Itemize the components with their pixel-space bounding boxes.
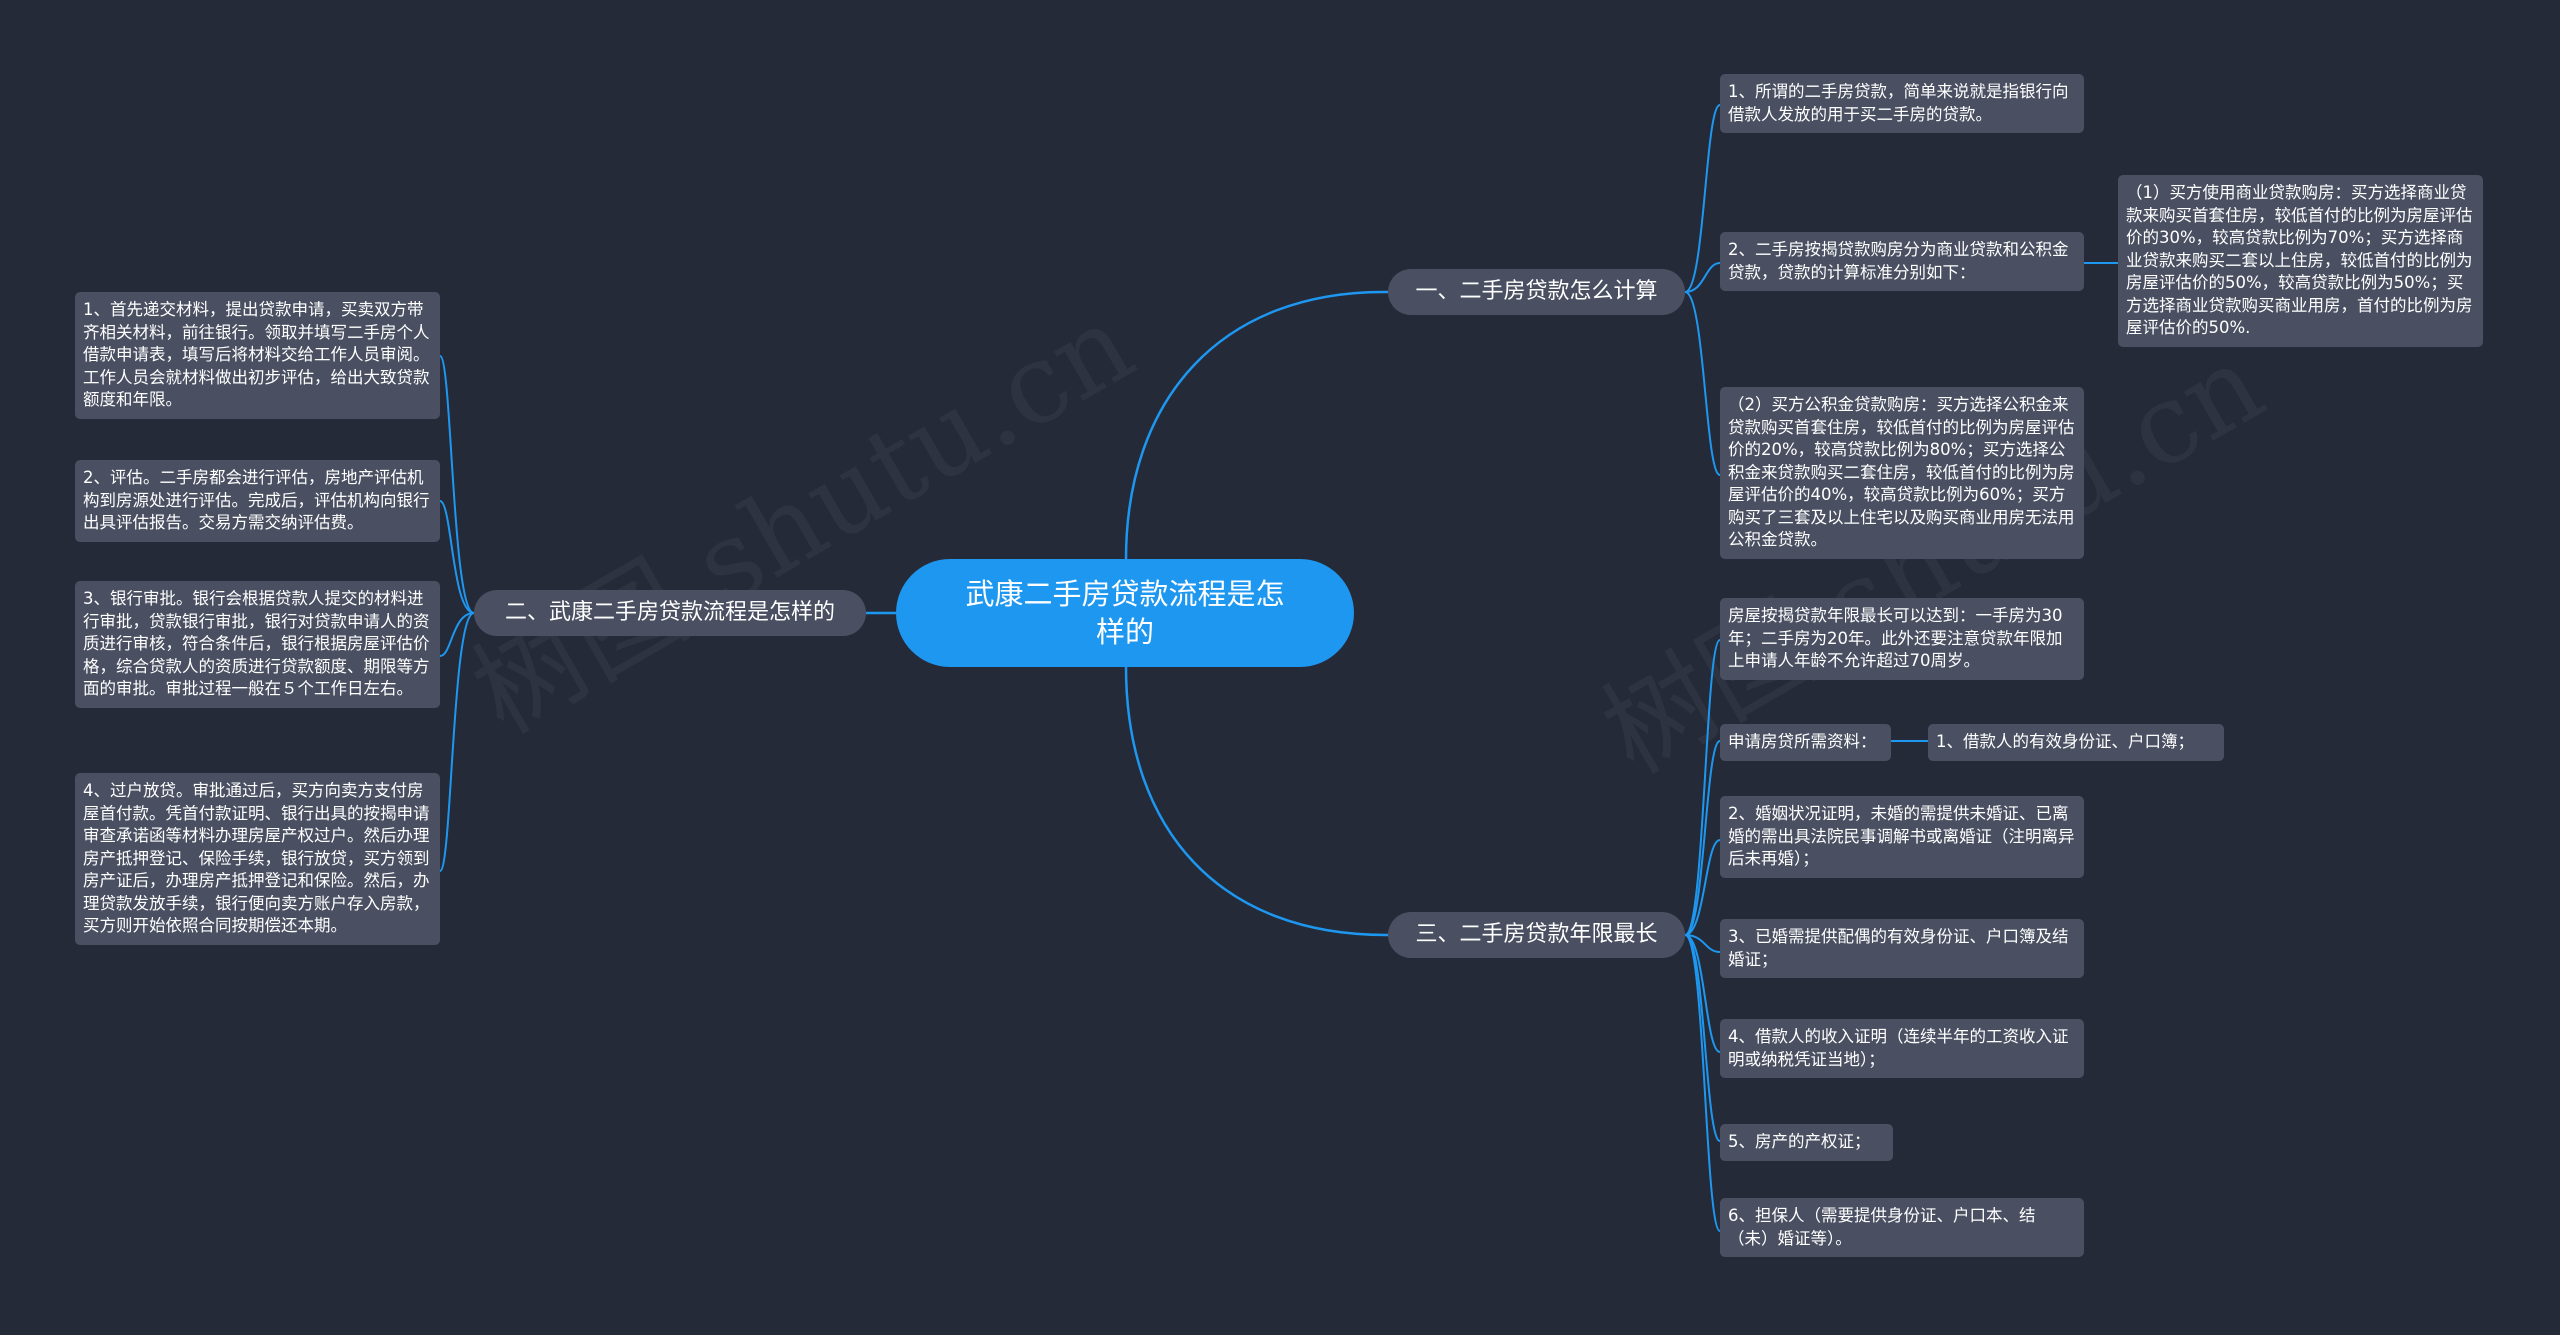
calc-item-2[interactable]: 2、二手房按揭贷款购房分为商业贷款和公积金贷款，贷款的计算标准分别如下： [1720, 232, 2084, 291]
flow-item-1[interactable]: 1、首先递交材料，提出贷款申请，买卖双方带齐相关材料，前往银行。领取并填写二手房… [75, 292, 440, 419]
root-topic[interactable]: 武康二手房贷款流程是怎样的 [896, 559, 1354, 667]
term-item-guarantor[interactable]: 6、担保人（需要提供身份证、户口本、结（未）婚证等）。 [1720, 1198, 2084, 1257]
flow-item-4[interactable]: 4、过户放贷。审批通过后，买方向卖方支付房屋首付款。凭首付款证明、银行出具的按揭… [75, 773, 440, 945]
branch-loan-term[interactable]: 三、二手房贷款年限最长 [1388, 912, 1685, 958]
term-sub-item-id[interactable]: 1、借款人的有效身份证、户口簿； [1928, 724, 2224, 761]
term-item-property-cert[interactable]: 5、房产的产权证； [1720, 1124, 1893, 1161]
term-item-max-years[interactable]: 房屋按揭贷款年限最长可以达到：一手房为30年；二手房为20年。此外还要注意贷款年… [1720, 598, 2084, 680]
connector-root-term [1124, 666, 1389, 937]
calc-item-3[interactable]: （2）买方公积金贷款购房：买方选择公积金来贷款购买首套住房，较低首付的比例为房屋… [1720, 387, 2084, 559]
flow-item-2[interactable]: 2、评估。二手房都会进行评估，房地产评估机构到房源处进行评估。完成后，评估机构向… [75, 460, 440, 542]
term-item-spouse-docs[interactable]: 3、已婚需提供配偶的有效身份证、户口簿及结婚证； [1720, 919, 2084, 978]
branch-loan-calculation[interactable]: 一、二手房贷款怎么计算 [1388, 269, 1685, 315]
flow-item-3[interactable]: 3、银行审批。银行会根据贷款人提交的材料进行审批，贷款银行审批，银行对贷款申请人… [75, 581, 440, 708]
term-item-required-docs[interactable]: 申请房贷所需资料： [1720, 724, 1891, 761]
connector-root-calc [1124, 290, 1389, 560]
term-item-marriage-cert[interactable]: 2、婚姻状况证明，未婚的需提供未婚证、已离婚的需出具法院民事调解书或离婚证（注明… [1720, 796, 2084, 878]
calc-item-1[interactable]: 1、所谓的二手房贷款，简单来说就是指银行向借款人发放的用于买二手房的贷款。 [1720, 74, 2084, 133]
calc-sub-item-commercial[interactable]: （1）买方使用商业贷款购房：买方选择商业贷款来购买首套住房，较低首付的比例为房屋… [2118, 175, 2483, 347]
term-item-income-proof[interactable]: 4、借款人的收入证明（连续半年的工资收入证明或纳税凭证当地）； [1720, 1019, 2084, 1078]
branch-loan-process[interactable]: 二、武康二手房贷款流程是怎样的 [474, 590, 866, 636]
